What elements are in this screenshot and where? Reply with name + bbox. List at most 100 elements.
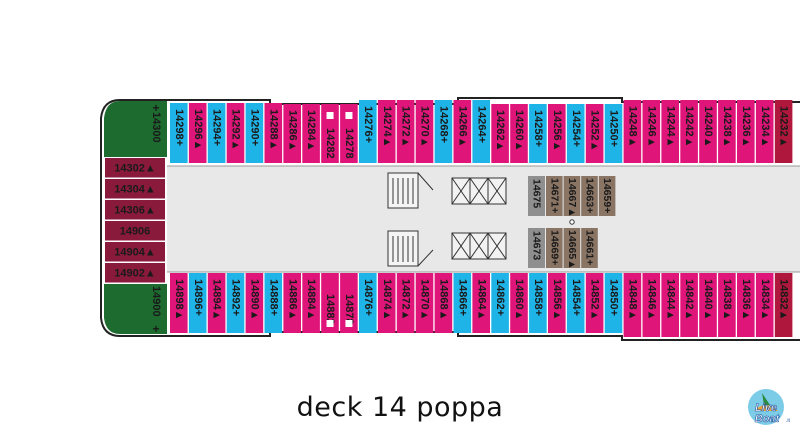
bottom-cabin-14896[interactable]: 14896+ <box>188 273 207 333</box>
top-cabin-14240[interactable]: 14240▲ <box>699 100 717 163</box>
bottom-cabin-14844[interactable]: 14844▲ <box>661 273 679 337</box>
bottom-cabin-14866[interactable]: 14866+ <box>453 273 472 333</box>
stern-suite-bottom[interactable]: 14900+ <box>104 284 167 336</box>
top-cabin-14232[interactable]: 14232▲ <box>774 100 793 163</box>
inner-cabin-14659[interactable]: 14659+ <box>598 176 616 216</box>
top-cabin-14266[interactable]: 14266▲ <box>453 100 472 163</box>
cabin-fill <box>207 103 226 163</box>
inner-cabin-14673[interactable]: 14673 <box>528 228 545 268</box>
top-cabin-14290[interactable]: 14290+ <box>245 103 264 163</box>
top-cabin-14292[interactable]: 14292▲ <box>226 103 245 163</box>
bottom-cabin-14888[interactable]: 14888+ <box>264 273 283 333</box>
top-cabin-14270[interactable]: 14270▲ <box>415 100 434 163</box>
inner-cabin-14665[interactable]: 14665▲ <box>563 228 581 270</box>
bottom-cabin-14892[interactable]: 14892+ <box>226 273 245 333</box>
cabin-fill <box>434 100 453 163</box>
top-cabin-14284[interactable]: 14284▲ <box>302 104 320 163</box>
bottom-cabin-14874[interactable]: 14874▲ <box>377 273 396 333</box>
stern-suite-top[interactable]: 14300+ <box>104 101 167 157</box>
cabin-label: 14878 <box>343 294 355 325</box>
cabin-fill <box>321 273 339 333</box>
bottom-cabin-14882[interactable]: 14882 <box>321 273 339 333</box>
top-cabin-14234[interactable]: 14234▲ <box>755 100 774 163</box>
inner-cabin-14669[interactable]: 14669+ <box>546 228 563 268</box>
top-cabin-14296[interactable]: 14296▲ <box>188 103 207 163</box>
cabin-label: 14836▲ <box>740 279 752 320</box>
top-cabin-14282[interactable]: 14282 <box>321 104 339 163</box>
bottom-cabin-14850[interactable]: 14850+ <box>604 273 623 333</box>
top-cabin-14252[interactable]: 14252▲ <box>585 104 604 163</box>
top-cabin-14248[interactable]: 14248▲ <box>623 100 642 163</box>
bottom-cabin-14858[interactable]: 14858+ <box>529 273 547 333</box>
cabin-label: 14898▲ <box>173 279 185 320</box>
stern-cabin-14904[interactable]: 14904▲ <box>105 242 165 262</box>
inner-cabin-14667[interactable]: 14667▲ <box>563 176 581 218</box>
cabin-fill <box>170 103 188 163</box>
bottom-cabin-14846[interactable]: 14846▲ <box>642 273 661 337</box>
bottom-cabin-14860[interactable]: 14860▲ <box>510 273 528 333</box>
bottom-cabin-14870[interactable]: 14870▲ <box>415 273 434 333</box>
top-cabin-14256[interactable]: 14256▲ <box>548 104 566 163</box>
top-cabin-14288[interactable]: 14288▲ <box>264 103 283 163</box>
bottom-cabin-14832[interactable]: 14832▲ <box>774 273 793 337</box>
cabin-label: 14292▲ <box>230 109 242 150</box>
top-cabin-14250[interactable]: 14250+ <box>604 104 623 163</box>
top-cabin-14238[interactable]: 14238▲ <box>718 100 736 163</box>
bottom-cabin-14862[interactable]: 14862+ <box>491 273 509 333</box>
stern-cabin-14304[interactable]: 14304▲ <box>105 179 165 199</box>
bottom-cabin-14852[interactable]: 14852▲ <box>585 273 604 333</box>
bottom-cabin-14884[interactable]: 14884▲ <box>302 273 320 333</box>
top-cabin-14246[interactable]: 14246▲ <box>642 100 661 163</box>
cabin-label: 14862+ <box>494 279 506 316</box>
cabin-label: 14284▲ <box>305 110 317 151</box>
top-cabin-14236[interactable]: 14236▲ <box>737 100 755 163</box>
stern-cabin-14302[interactable]: 14302▲ <box>105 158 165 178</box>
inner-cabin-14661[interactable]: 14661+ <box>581 228 598 268</box>
top-cabin-14264[interactable]: 14264+ <box>472 100 490 163</box>
svg-text:Boat: Boat <box>755 413 781 425</box>
bottom-cabin-14848[interactable]: 14848▲ <box>623 273 642 337</box>
cabin-fill <box>207 273 226 333</box>
cabin-label: 14665▲ <box>566 230 578 270</box>
top-cabin-14258[interactable]: 14258+ <box>529 104 547 163</box>
stern-cabin-14906[interactable]: 14906 <box>105 221 165 241</box>
bottom-cabin-14864[interactable]: 14864▲ <box>472 273 490 333</box>
bottom-cabin-14872[interactable]: 14872▲ <box>396 273 415 333</box>
inner-cabin-14671[interactable]: 14671+ <box>546 176 563 216</box>
stern-cabin-14902[interactable]: 14902▲ <box>105 263 165 283</box>
top-cabin-14298[interactable]: 14298+ <box>170 103 188 163</box>
bottom-cabin-14842[interactable]: 14842▲ <box>680 273 698 337</box>
cabin-fill <box>661 273 679 337</box>
bottom-cabin-14836[interactable]: 14836▲ <box>737 273 755 337</box>
bottom-cabin-14876[interactable]: 14876+ <box>359 273 377 333</box>
top-cabin-14286[interactable]: 14286▲ <box>283 104 301 163</box>
bottom-cabin-14856[interactable]: 14856▲ <box>548 273 566 333</box>
bottom-cabin-14886[interactable]: 14886▲ <box>283 273 301 333</box>
top-cabin-14276[interactable]: 14276+ <box>359 100 377 163</box>
inner-cabin-14675[interactable]: 14675 <box>528 176 545 216</box>
bottom-cabin-14840[interactable]: 14840▲ <box>699 273 717 337</box>
top-cabin-14294[interactable]: 14294+ <box>207 103 226 163</box>
top-cabin-14278[interactable]: 14278 <box>340 104 358 163</box>
cabin-fill <box>472 100 490 163</box>
top-cabin-14260[interactable]: 14260▲ <box>510 104 528 163</box>
inner-cabin-14663[interactable]: 14663+ <box>581 176 598 216</box>
cabin-label: 14302▲ <box>114 163 155 175</box>
bottom-cabin-14834[interactable]: 14834▲ <box>755 273 774 337</box>
cabin-fill <box>359 273 377 333</box>
bottom-cabin-14890[interactable]: 14890▲ <box>245 273 264 333</box>
bottom-cabin-14854[interactable]: 14854+ <box>566 273 585 333</box>
bottom-cabin-14898[interactable]: 14898▲ <box>170 273 188 333</box>
bottom-cabin-14838[interactable]: 14838▲ <box>718 273 736 337</box>
bottom-cabin-14868[interactable]: 14868▲ <box>434 273 453 333</box>
top-cabin-14262[interactable]: 14262▲ <box>491 104 509 163</box>
top-cabin-14242[interactable]: 14242▲ <box>680 100 698 163</box>
bottom-cabin-14878[interactable]: 14878 <box>340 273 358 333</box>
top-cabin-14254[interactable]: 14254+ <box>566 104 585 163</box>
top-cabin-14274[interactable]: 14274▲ <box>377 100 396 163</box>
top-cabin-14268[interactable]: 14268+ <box>434 100 453 163</box>
bottom-cabin-14894[interactable]: 14894▲ <box>207 273 226 333</box>
top-cabin-14244[interactable]: 14244▲ <box>661 100 679 163</box>
stern-cabin-14306[interactable]: 14306▲ <box>105 200 165 220</box>
top-cabin-14272[interactable]: 14272▲ <box>396 100 415 163</box>
